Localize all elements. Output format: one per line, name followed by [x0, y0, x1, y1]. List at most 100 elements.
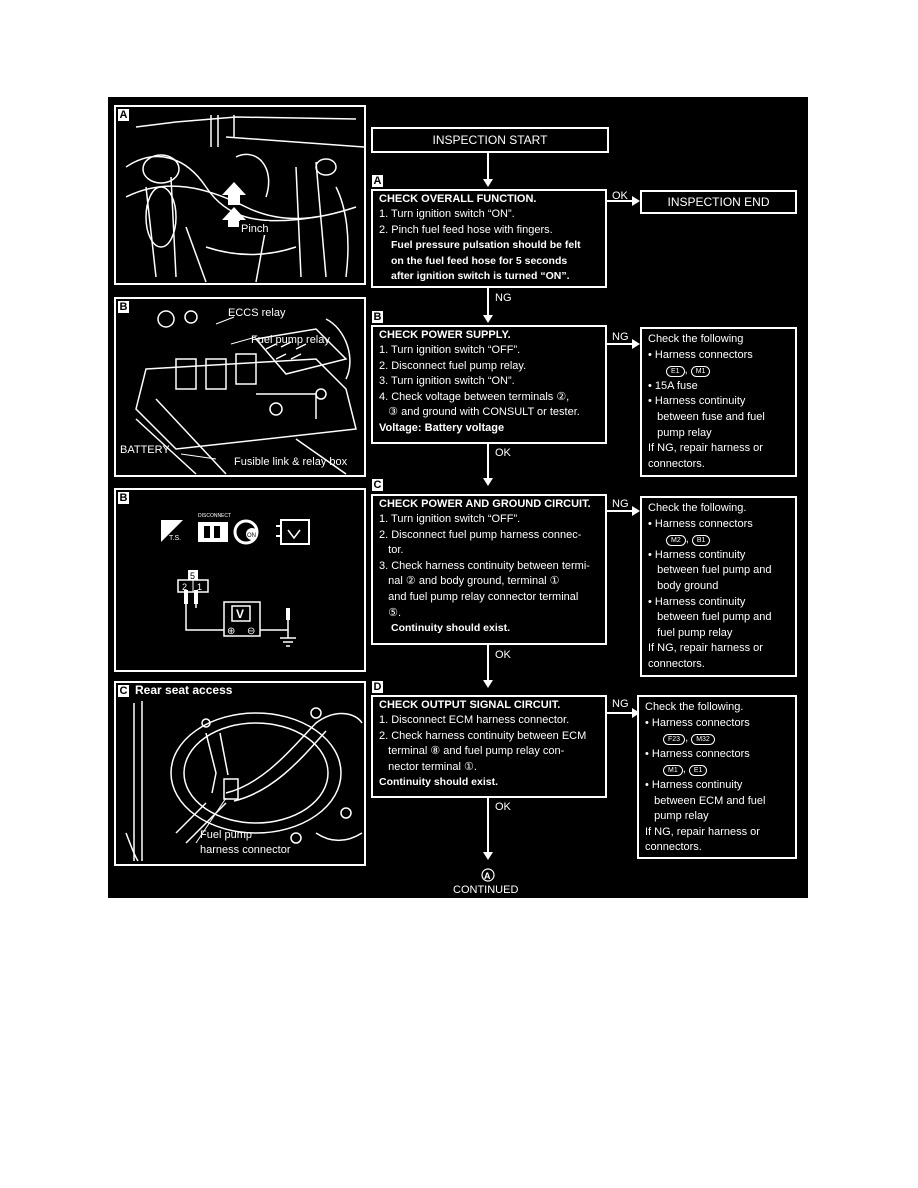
side-d-line: between ECM and fuel — [645, 794, 766, 807]
ok-label-a: OK — [612, 190, 628, 202]
step-b-line: 3. Turn ignition switch “ON”. — [379, 375, 515, 388]
step-c-line: ⑤. — [379, 606, 402, 619]
terminal-1-label: 1 — [197, 582, 202, 592]
side-d-line: If NG, repair harness or — [645, 825, 760, 838]
voltmeter-label: V — [236, 607, 244, 621]
side-b-line: If NG, repair harness or — [648, 442, 763, 455]
step-a-requirement: Fuel pressure pulsation should be felt — [391, 239, 581, 252]
step-b-tag: B — [372, 311, 383, 323]
side-c-line: connectors. — [648, 657, 705, 670]
step-a-line: 1. Turn ignition switch “ON”. — [379, 208, 515, 220]
diagram-panel: A Pinch — [108, 97, 808, 898]
figure-c-title: Rear seat access — [135, 683, 233, 697]
flow-lines: A — [481, 153, 640, 882]
side-c-line: • Harness continuity — [648, 548, 746, 561]
step-a-line: 2. Pinch fuel feed hose with fingers. — [379, 223, 553, 236]
step-c-line: and fuel pump relay connector terminal — [379, 590, 579, 603]
step-b-requirement: Voltage: Battery voltage — [379, 421, 505, 434]
figure-c: C Rear seat access Fuel pump — [114, 681, 366, 866]
relay-box-illustration: ECCS relay Fuel pump relay BATTERY Fusib… — [120, 307, 357, 475]
callout-line-2: harness connector — [200, 844, 291, 856]
voltage-check-illustration: T.S. DISCONNECT ON 5 2 1 — [161, 513, 310, 647]
side-c-line: body ground — [648, 579, 719, 592]
step-b-box: CHECK POWER SUPPLY. 1. Turn ignition swi… — [371, 325, 607, 444]
ng-label-b: NG — [612, 331, 629, 343]
side-c-line: • Harness connectors — [648, 517, 753, 530]
ng-label-a: NG — [495, 292, 512, 304]
callout-line-1: Fuel pump — [200, 829, 252, 841]
eccs-relay-label: ECCS relay — [228, 307, 286, 319]
side-b-line: • Harness continuity — [648, 395, 746, 408]
engine-hose-illustration: Pinch — [125, 115, 364, 283]
side-c-connectors: M2, B1 — [666, 532, 795, 548]
step-b-line: 2. Disconnect fuel pump relay. — [379, 359, 527, 372]
step-c-line: nal ② and body ground, terminal ① — [379, 575, 560, 588]
side-b-line: connectors. — [648, 457, 705, 470]
side-c-line: between fuel pump and — [648, 611, 772, 624]
fusible-link-label: Fusible link & relay box — [234, 456, 348, 468]
ng-label-d: NG — [612, 698, 629, 710]
step-b-line: 1. Turn ignition switch “OFF”. — [379, 344, 521, 356]
step-d-line: terminal ⑧ and fuel pump relay con- — [379, 745, 565, 758]
step-c-requirement: Continuity should exist. — [391, 622, 511, 635]
disconnect-label: DISCONNECT — [198, 513, 231, 519]
step-d-requirement: Continuity should exist. — [379, 776, 499, 789]
step-d-line: nector terminal ①. — [379, 760, 477, 773]
ok-label-b: OK — [495, 447, 511, 459]
battery-label: BATTERY — [120, 444, 170, 456]
ng-label-c: NG — [612, 498, 629, 510]
connector-icon: E1 — [688, 765, 708, 777]
side-d-line: connectors. — [645, 841, 702, 854]
ok-label-d: OK — [495, 801, 511, 813]
fuel-pump-access-illustration: Fuel pump harness connector — [125, 701, 363, 862]
inspection-end-box: INSPECTION END — [640, 190, 797, 214]
meter-plus-label: ⊕ — [227, 626, 235, 637]
side-d-line: pump relay — [645, 810, 709, 823]
step-c-box: CHECK POWER AND GROUND CIRCUIT. 1. Turn … — [371, 494, 607, 645]
step-b-line: 4. Check voltage between terminals ②, — [379, 390, 570, 403]
figure-a: A Pinch — [114, 105, 366, 285]
meter-minus-label: ⊖ — [247, 626, 255, 637]
connector-icon: M1 — [663, 765, 683, 777]
ok-label-c: OK — [495, 649, 511, 661]
side-b-line: • 15A fuse — [648, 379, 698, 392]
figure-b-relay: B ECCS relay Fuel pump relay — [114, 297, 366, 477]
step-a-tag: A — [372, 175, 383, 187]
step-d-box: CHECK OUTPUT SIGNAL CIRCUIT. 1. Disconne… — [371, 695, 607, 798]
step-c-line: 1. Turn ignition switch “OFF”. — [379, 513, 521, 525]
side-b-line: pump relay — [648, 426, 712, 439]
side-d-line: • Harness continuity — [645, 778, 743, 791]
ts-label: T.S. — [169, 535, 181, 542]
connector-icon: M1 — [690, 366, 711, 378]
step-d-line: 2. Check harness continuity between ECM — [379, 729, 587, 742]
step-d-line: 1. Disconnect ECM harness connector. — [379, 714, 570, 726]
side-c-line: If NG, repair harness or — [648, 642, 763, 655]
side-c-line: • Harness continuity — [648, 595, 746, 608]
connector-icon: M32 — [691, 734, 715, 746]
terminal-2-label: 2 — [182, 582, 187, 592]
side-d-line: • Harness connectors — [645, 747, 750, 760]
step-b-line: ③ and ground with CONSULT or tester. — [379, 406, 580, 419]
figure-a-tag: A — [118, 109, 129, 121]
continued-marker: A — [484, 871, 491, 881]
step-a-box: CHECK OVERALL FUNCTION. 1. Turn ignition… — [371, 189, 607, 288]
side-b-line: between fuse and fuel — [648, 410, 765, 423]
side-c-title: Check the following. — [648, 502, 747, 514]
side-c-line: fuel pump relay — [648, 626, 733, 639]
connector-icon: M2 — [666, 535, 686, 547]
step-d-tag: D — [372, 681, 383, 693]
side-b-line: • Harness connectors — [648, 348, 753, 361]
step-d-title: CHECK OUTPUT SIGNAL CIRCUIT. — [379, 699, 561, 711]
step-a-title: CHECK OVERALL FUNCTION. — [379, 193, 537, 205]
inspection-start-box: INSPECTION START — [371, 127, 609, 153]
figure-c-tag: C — [118, 685, 129, 697]
terminal-5-label: 5 — [190, 571, 195, 581]
step-c-ng-box: Check the following. • Harness connector… — [640, 496, 797, 677]
connector-icon: E1 — [666, 366, 685, 378]
step-c-line: tor. — [379, 544, 404, 557]
figure-b1-tag: B — [118, 301, 129, 313]
step-c-title: CHECK POWER AND GROUND CIRCUIT. — [379, 498, 591, 510]
figure-b-meter: B T.S. DISCONNECT ON 5 2 1 — [114, 488, 366, 672]
side-d-connectors-1: F23, M32 — [663, 731, 795, 747]
side-d-title: Check the following. — [645, 701, 744, 713]
